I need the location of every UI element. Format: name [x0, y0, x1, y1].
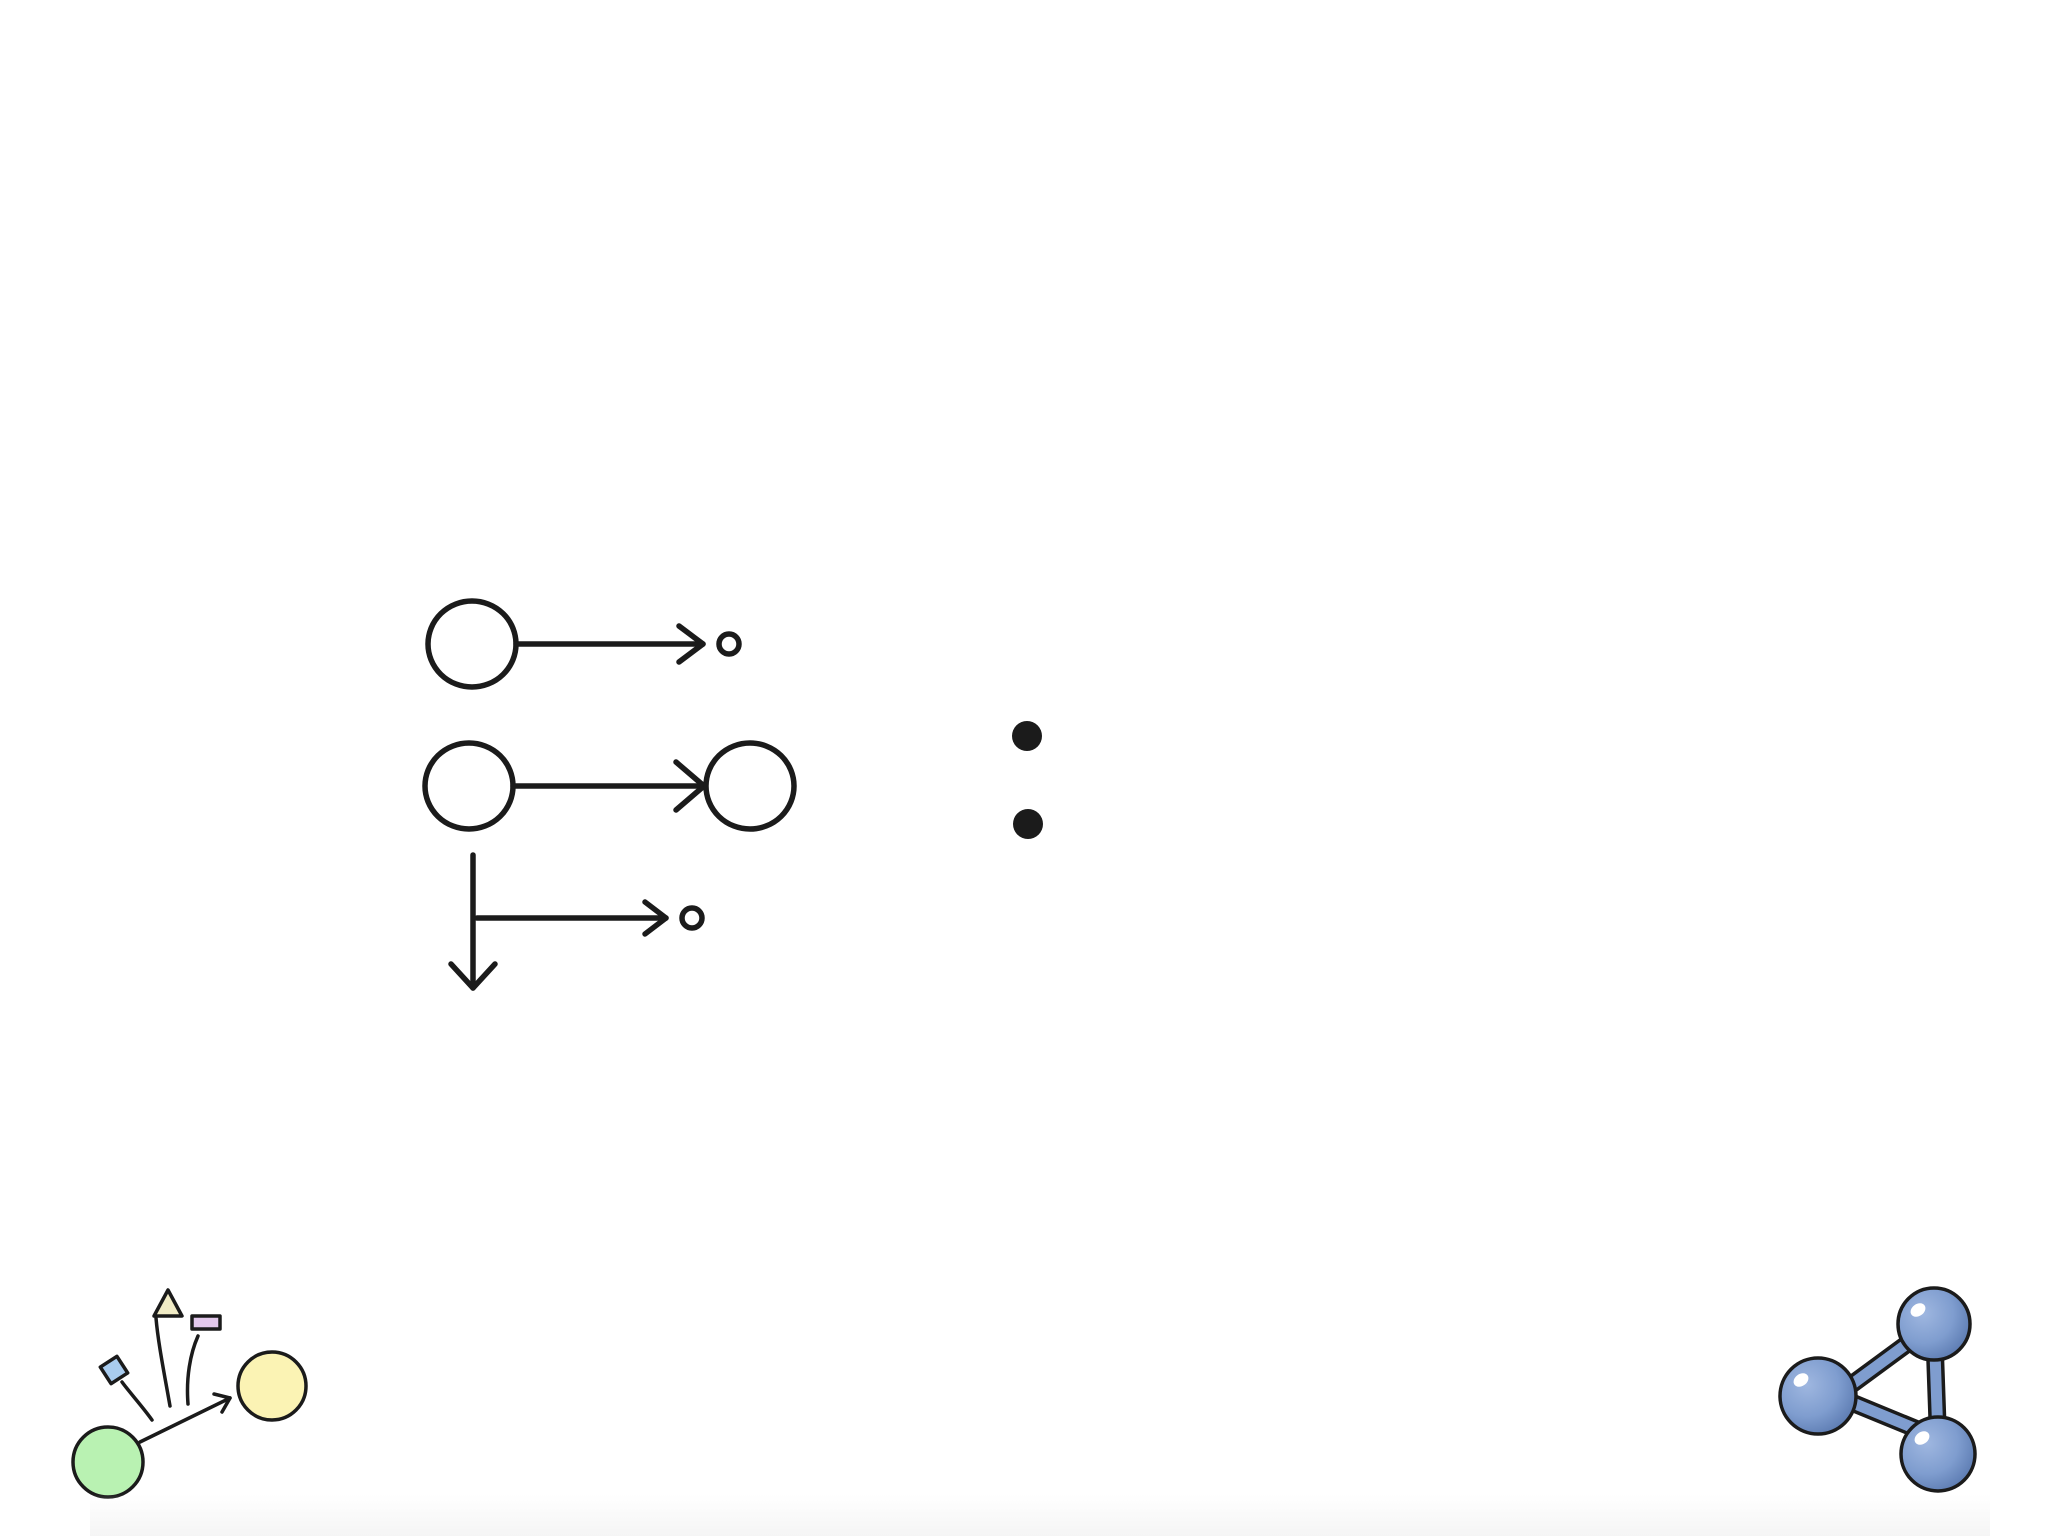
bottom-edge-shadow — [90, 1494, 1990, 1536]
atom-bottom — [1899, 1415, 1977, 1493]
source-node-2 — [422, 740, 516, 832]
source-node-1 — [425, 598, 519, 690]
target-node-2 — [703, 740, 797, 832]
atom-left — [1778, 1356, 1858, 1436]
colon-dot-bottom — [1013, 809, 1043, 839]
rectangle-shape — [190, 1314, 222, 1331]
yellow-node — [236, 1350, 308, 1422]
row-node-to-point — [425, 598, 742, 690]
target-point-1 — [716, 631, 742, 657]
arrowhead-3 — [642, 899, 669, 937]
diamond-shape — [98, 1354, 130, 1386]
target-point-3 — [679, 905, 705, 931]
row-branch-to-point — [448, 852, 705, 991]
graph-node-emitting-edges-icon — [71, 1288, 308, 1499]
down-arrowhead — [448, 961, 498, 991]
colon-dot-top — [1012, 721, 1042, 751]
green-node — [71, 1425, 145, 1499]
row-node-to-node — [422, 740, 797, 832]
colon-separator — [1012, 721, 1043, 839]
atom-top — [1896, 1286, 1972, 1362]
arrowhead-1 — [676, 623, 706, 665]
molecule-triangle-icon — [1778, 1286, 1977, 1493]
triangle-shape — [152, 1288, 184, 1318]
